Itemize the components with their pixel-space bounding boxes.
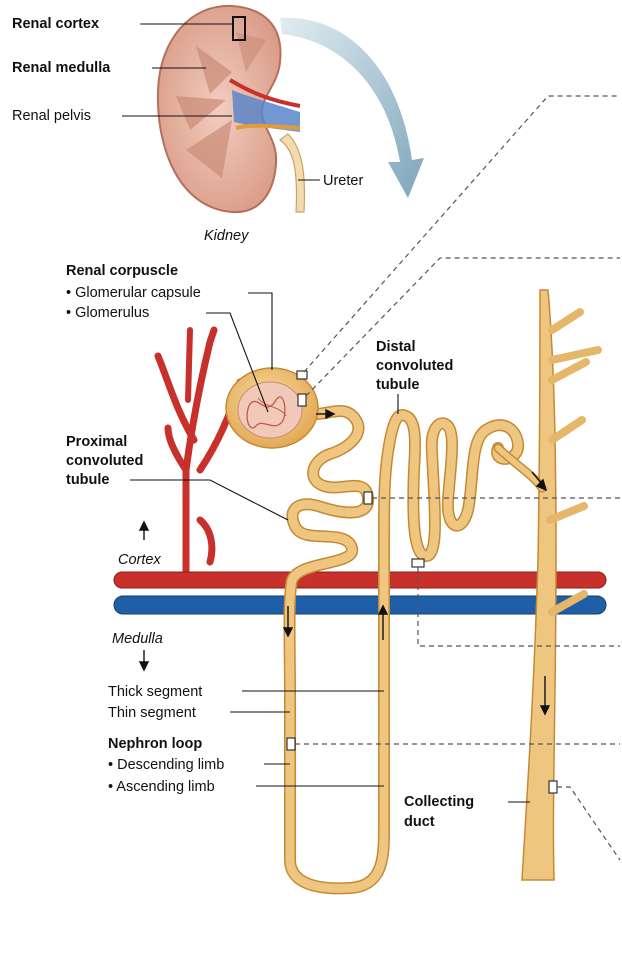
label-descending-limb: • Descending limb — [108, 757, 224, 773]
blood-vessels — [113, 326, 607, 615]
collecting-duct — [521, 289, 602, 881]
flow-arrows — [138, 408, 551, 716]
renal-corpuscle — [225, 367, 319, 449]
label-collecting-1: Collecting — [404, 794, 474, 810]
label-proximal-1: Proximal — [66, 434, 127, 450]
label-glomerulus: • Glomerulus — [66, 305, 149, 321]
label-distal-1: Distal — [376, 339, 416, 355]
label-glomerular-capsule: • Glomerular capsule — [66, 285, 201, 301]
label-cortex: Cortex — [118, 552, 161, 568]
label-thick-segment: Thick segment — [108, 684, 202, 700]
label-ascending-limb: • Ascending limb — [108, 779, 215, 795]
sample-boxes — [286, 370, 558, 794]
label-distal-3: tubule — [376, 377, 420, 393]
label-ureter: Ureter — [323, 173, 363, 189]
label-renal-pelvis: Renal pelvis — [12, 108, 91, 124]
label-thin-segment: Thin segment — [108, 705, 196, 721]
label-renal-medulla: Renal medulla — [12, 60, 111, 76]
kidney-illustration — [156, 4, 306, 214]
label-nephron-loop: Nephron loop — [108, 736, 202, 752]
label-renal-corpuscle: Renal corpuscle — [66, 263, 178, 279]
label-medulla: Medulla — [112, 631, 163, 647]
label-proximal-3: tubule — [66, 472, 110, 488]
label-distal-2: convoluted — [376, 358, 453, 374]
label-renal-cortex: Renal cortex — [12, 16, 99, 32]
label-proximal-2: convoluted — [66, 453, 143, 469]
zoom-arrow — [280, 17, 424, 199]
kidney-caption: Kidney — [204, 228, 249, 244]
label-collecting-2: duct — [404, 814, 435, 830]
zoom-dashed-lines — [295, 95, 621, 861]
